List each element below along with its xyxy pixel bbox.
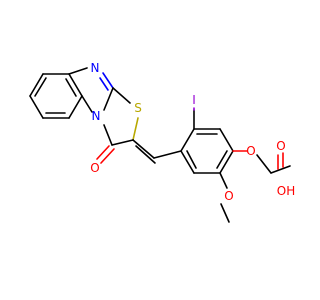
atom-label-n-imine: N [91,61,100,75]
bond [219,128,234,152]
imidazole-ring [68,67,114,113]
bond [220,203,230,223]
bond [270,165,291,174]
bond [132,139,155,159]
benzene-ring [29,73,83,119]
atom-label-oh: OH [277,184,295,198]
thiazole-ring [96,87,139,164]
bond [81,95,93,113]
oxyacetic-acid-chain [232,150,291,174]
bond [103,87,114,111]
aryl-ring [180,128,234,174]
bond [112,87,131,104]
bond [102,72,114,89]
bond [29,95,44,119]
bond [180,150,195,174]
bond [135,145,156,164]
methylidene-linker [132,139,182,164]
atom-label-s: S [134,101,142,115]
bond [96,145,110,160]
atom-label-iodine: I [192,93,196,107]
atom-label-n-ring: N [92,109,101,123]
bond [180,128,195,152]
bond [103,124,113,146]
bond [68,73,83,97]
methoxy-group [219,172,230,223]
bond [219,150,234,174]
bond [186,150,197,169]
bond [111,139,134,146]
bond [219,172,228,189]
bond [29,73,44,97]
bond [99,77,109,91]
bond [132,117,139,141]
bond [216,150,228,169]
molecule-diagram: N N S O I O O O OH [29,61,296,223]
atom-label-o-acid-carbonyl: O [276,139,285,153]
bond [153,150,182,159]
bond [65,78,77,97]
bond [34,77,47,97]
bond [68,95,83,119]
structure-svg: N N S O I O O O OH [29,61,295,223]
atom-label-o-ether: O [246,144,255,158]
atom-label-o-methoxy: O [224,189,233,203]
bond [256,154,272,174]
bond [68,67,88,75]
bond [100,148,115,164]
atom-label-o-carbonyl: O [90,161,99,175]
